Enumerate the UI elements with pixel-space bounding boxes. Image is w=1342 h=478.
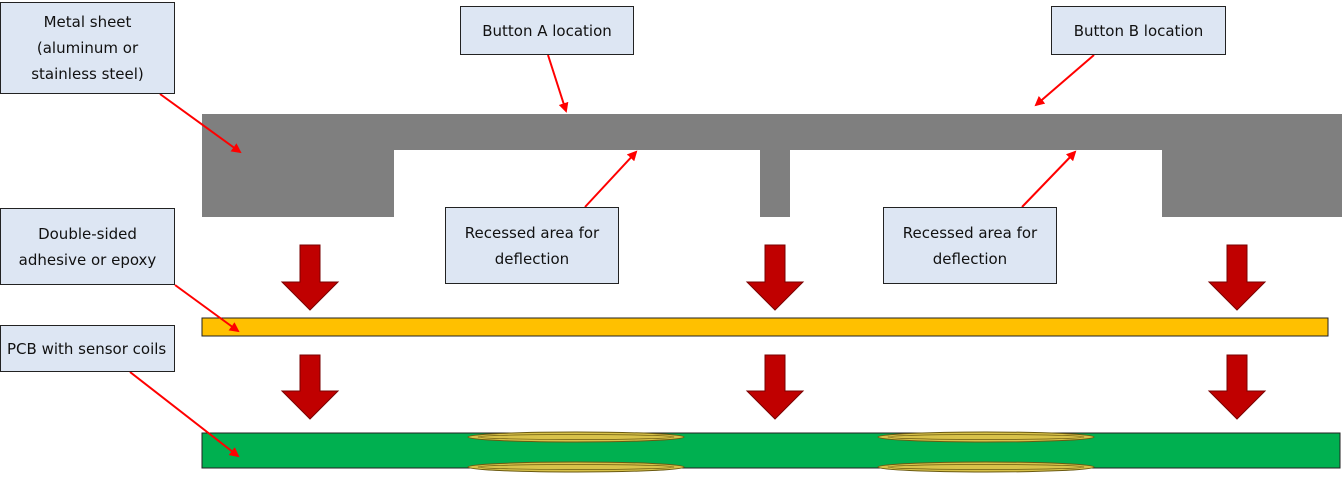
label-line: adhesive or epoxy <box>18 250 157 269</box>
pointer-arrow-metal <box>159 93 242 154</box>
label-recessed-area-1: Recessed area for deflection <box>445 207 619 284</box>
metal-sheet <box>202 114 1342 217</box>
label-line: Double-sided <box>38 224 137 243</box>
down-arrow <box>745 244 805 311</box>
down-arrow <box>280 354 340 420</box>
label-line: Button A location <box>482 21 612 40</box>
pointer-arrow-adhesive <box>174 284 240 333</box>
label-recessed-area-2: Recessed area for deflection <box>883 207 1057 284</box>
label-line: deflection <box>932 249 1008 268</box>
adhesive-layer <box>201 317 1329 337</box>
pointer-arrow-button-b <box>1034 54 1095 107</box>
label-line: Metal sheet <box>43 13 132 31</box>
down-arrow <box>745 354 805 420</box>
down-arrow <box>1207 244 1267 311</box>
label-line: Recessed area for <box>902 223 1038 242</box>
label-line: Button B location <box>1073 21 1204 40</box>
sensor-coil-b <box>877 431 1095 473</box>
label-line: stainless steel) <box>31 65 144 83</box>
label-metal-sheet: Metal sheet (aluminum or stainless steel… <box>0 2 175 94</box>
label-button-a: Button A location <box>460 6 634 55</box>
pointer-arrow-recess-1 <box>584 150 638 208</box>
down-arrow <box>280 244 340 311</box>
pcb-board <box>201 432 1341 469</box>
label-adhesive: Double-sided adhesive or epoxy <box>0 208 175 285</box>
label-button-b: Button B location <box>1051 6 1226 55</box>
label-pcb: PCB with sensor coils <box>0 325 175 372</box>
sensor-coil-a <box>467 431 685 473</box>
pointer-arrow-recess-2 <box>1021 150 1077 208</box>
label-line: Recessed area for <box>464 223 600 242</box>
label-line: PCB with sensor coils <box>7 339 167 358</box>
label-line: (aluminum or <box>36 39 139 57</box>
down-arrow <box>1207 354 1267 420</box>
label-line: deflection <box>494 249 570 268</box>
pointer-arrow-button-a <box>547 54 569 113</box>
pointer-arrow-pcb <box>129 371 240 458</box>
